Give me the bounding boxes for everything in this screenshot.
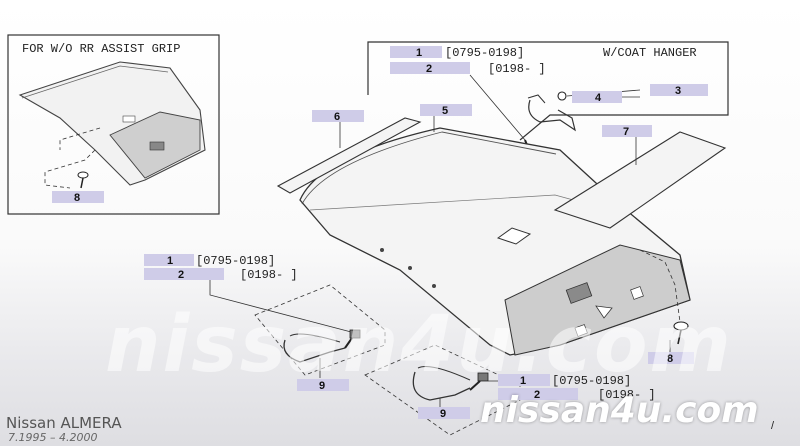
callout-3-label: 3 xyxy=(675,85,681,97)
callout-1-top-label: 1 xyxy=(416,47,422,59)
callout-4-label: 4 xyxy=(595,92,602,104)
date-range-1-top: [0795-0198] xyxy=(445,46,524,60)
inset-panel: FOR W/O RR ASSIST GRIP 8 xyxy=(7,34,220,215)
callout-9-left-label: 9 xyxy=(319,380,325,392)
strip-part-6 xyxy=(276,117,422,194)
coat-hanger-frame xyxy=(367,41,729,141)
coat-hanger-panel: 1 [0795-0198] 2 [0198- ] W/COAT HANGER 4… xyxy=(367,41,729,171)
date-range-1-left: [0795-0198] xyxy=(196,254,275,268)
callout-2-bottom-label: 2 xyxy=(534,389,540,401)
model-name: Nissan ALMERA xyxy=(6,414,122,432)
pad-part-7 xyxy=(553,131,727,229)
inset-frame xyxy=(7,34,220,215)
screw-icon xyxy=(344,329,361,349)
coat-hanger-icon xyxy=(528,99,576,132)
date-range-2-top: [0198- ] xyxy=(488,62,546,76)
callout-9-left[interactable] xyxy=(297,379,349,391)
production-years: 7.1995 – 4.2000 xyxy=(8,431,98,444)
headliner-assembly: 6 5 7 xyxy=(276,104,727,356)
watermark-small: nissan4u.com xyxy=(480,390,759,431)
inset-title: FOR W/O RR ASSIST GRIP xyxy=(22,42,180,56)
callout-1-left[interactable] xyxy=(144,254,194,266)
dome-light-opening xyxy=(496,227,532,245)
clip-icon xyxy=(77,171,89,189)
clip-right: 8 xyxy=(639,249,694,365)
callout-7-label: 7 xyxy=(623,126,629,138)
watermark-large: nissan4u.com xyxy=(105,300,733,390)
callout-4[interactable] xyxy=(572,91,622,103)
callout-2-top[interactable] xyxy=(390,62,470,74)
callout-2-left[interactable] xyxy=(144,268,224,280)
assist-grip-icon xyxy=(283,339,346,363)
callout-1-bottom[interactable] xyxy=(498,374,550,386)
callout-2-bottom[interactable] xyxy=(498,388,578,400)
callout-8-right-label: 8 xyxy=(667,353,673,365)
callout-6-label: 6 xyxy=(334,111,340,123)
callout-8-inset[interactable] xyxy=(52,191,104,203)
callout-9-bottom[interactable] xyxy=(418,407,470,419)
date-range-1-bottom: [0795-0198] xyxy=(552,374,631,388)
callout-9-bottom-label: 9 xyxy=(440,408,446,420)
coat-hanger-title: W/COAT HANGER xyxy=(603,46,697,60)
callout-5[interactable] xyxy=(420,104,472,116)
callout-3[interactable] xyxy=(650,84,708,96)
callout-2-left-label: 2 xyxy=(178,269,184,281)
page-mark: / xyxy=(771,420,775,432)
assist-grip-bottom: 9 1 [0795-0198] 2 [0198- ] xyxy=(364,344,656,436)
callout-5-label: 5 xyxy=(442,105,448,117)
callout-1-left-label: 1 xyxy=(167,255,173,267)
screw-icon xyxy=(469,372,489,391)
headliner-rear-section xyxy=(504,244,691,356)
callout-1-top[interactable] xyxy=(390,46,442,58)
clip-icon xyxy=(557,91,567,101)
clip-icon xyxy=(673,321,689,345)
assist-grip-left: 1 [0795-0198] 2 [0198- ] 9 xyxy=(144,254,386,392)
callout-1-bottom-label: 1 xyxy=(520,375,526,387)
assist-grip-icon xyxy=(412,371,471,401)
callout-6[interactable] xyxy=(312,110,364,122)
callout-2-top-label: 2 xyxy=(426,63,432,75)
date-range-2-left: [0198- ] xyxy=(240,268,298,282)
date-range-2-bottom: [0198- ] xyxy=(598,388,656,402)
callout-8-inset-label: 8 xyxy=(74,192,80,204)
callout-8-right[interactable] xyxy=(648,352,694,364)
callout-7[interactable] xyxy=(602,125,652,137)
